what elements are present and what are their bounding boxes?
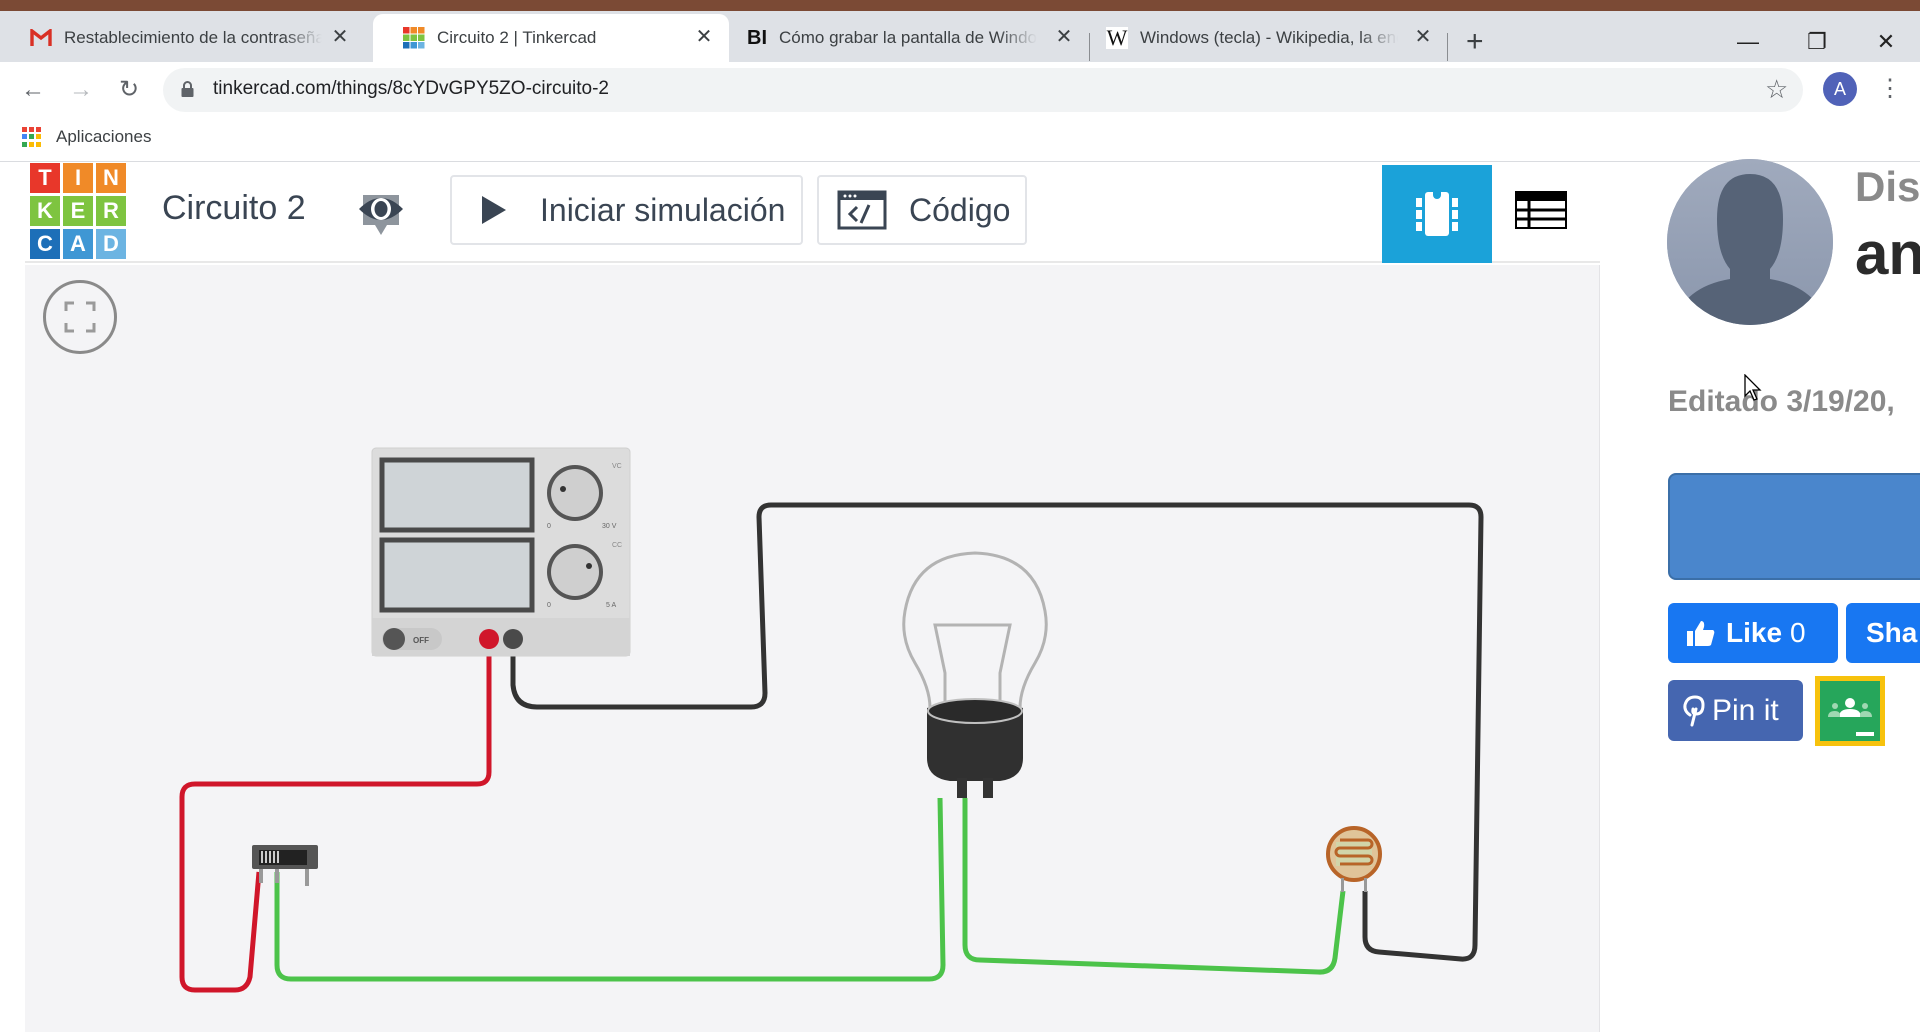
wire-green-2	[962, 798, 1346, 975]
author-name[interactable]: an	[1855, 220, 1920, 287]
wikipedia-icon: W	[1106, 25, 1128, 50]
power-supply: 0 30 V 0 5 A VC CC OFF	[371, 447, 631, 657]
tab-close-button[interactable]: ✕	[1414, 26, 1432, 48]
copy-and-tinker-button[interactable]	[1668, 473, 1920, 580]
component-list-icon[interactable]	[1515, 191, 1567, 229]
navigation-bar: ← → ↻ tinkercad.com/things/8cYDvGPY5ZO-c…	[0, 62, 1920, 118]
svg-text:CC: CC	[612, 542, 622, 549]
tinkercad-icon	[403, 27, 425, 49]
negative-terminal	[503, 629, 523, 649]
edited-date: Editado 3/19/20,	[1668, 385, 1895, 418]
logo-tile: D	[96, 229, 126, 259]
facebook-share-button[interactable]: Sha	[1846, 603, 1920, 663]
logo-tile: N	[96, 163, 126, 193]
components-panel-button[interactable]	[1382, 165, 1492, 263]
close-window-button[interactable]: ✕	[1876, 29, 1896, 54]
code-icon	[837, 190, 887, 230]
logo-tile: K	[30, 196, 60, 226]
svg-text:VC: VC	[612, 463, 622, 470]
minimize-button[interactable]: —	[1737, 29, 1759, 54]
url-text[interactable]: tinkercad.com/things/8cYDvGPY5ZO-circuit…	[213, 78, 609, 99]
profile-avatar[interactable]: A	[1823, 72, 1857, 106]
lock-icon	[181, 81, 194, 97]
classroom-icon	[1828, 698, 1874, 736]
circuit-diagram: 0 30 V 0 5 A VC CC OFF	[179, 447, 1484, 993]
wire-red	[179, 641, 492, 993]
gmail-icon	[30, 27, 52, 49]
apps-grid-icon[interactable]	[22, 127, 42, 147]
bookmark-star-icon[interactable]: ☆	[1765, 74, 1789, 104]
chip-icon	[1416, 192, 1458, 236]
facebook-like-button[interactable]: Like 0	[1668, 603, 1838, 663]
forward-button[interactable]: →	[69, 76, 93, 103]
power-switch: OFF	[382, 628, 442, 650]
mouse-cursor-icon	[1744, 374, 1762, 401]
tab-separator	[1089, 33, 1090, 61]
author-avatar[interactable]	[1667, 159, 1833, 325]
restore-button[interactable]: ❐	[1807, 29, 1827, 54]
logo-tile: E	[63, 196, 93, 226]
photoresistor	[1326, 826, 1382, 892]
apps-bookmark[interactable]: Aplicaciones	[56, 127, 152, 146]
bi-icon: BI	[747, 26, 767, 49]
pinterest-pin-button[interactable]: Pin it	[1668, 680, 1803, 741]
fit-view-button[interactable]	[43, 280, 117, 354]
address-bar[interactable]: tinkercad.com/things/8cYDvGPY5ZO-circuit…	[163, 68, 1803, 112]
tab-strip: Restablecimiento de la contraseña ✕ Circ…	[0, 11, 1920, 62]
visibility-eye-icon[interactable]	[355, 185, 407, 241]
design-heading: Dise	[1855, 163, 1920, 210]
voltage-knob	[547, 465, 603, 521]
tab-separator	[1447, 33, 1448, 61]
slide-switch	[252, 845, 318, 886]
start-simulation-button[interactable]: Iniciar simulación	[450, 175, 803, 245]
tab-close-button[interactable]: ✕	[331, 26, 349, 48]
current-knob	[547, 544, 603, 600]
design-info-panel: Dise an Editado 3/19/20, Like 0 Sha Pin …	[1601, 159, 1920, 1032]
back-button[interactable]: ←	[21, 76, 45, 103]
bookmarks-bar: Aplicaciones	[0, 118, 1920, 162]
play-icon	[482, 196, 506, 224]
wire-black	[510, 502, 1484, 962]
logo-tile: A	[63, 229, 93, 259]
logo-tile: T	[30, 163, 60, 193]
pinterest-icon	[1683, 694, 1705, 726]
logo-tile: I	[63, 163, 93, 193]
circuit-canvas[interactable]: 0 30 V 0 5 A VC CC OFF	[25, 265, 1600, 1032]
wire-green-1	[274, 797, 946, 982]
google-classroom-button[interactable]	[1815, 676, 1885, 746]
thumbs-up-icon	[1687, 621, 1715, 646]
tab-wikipedia[interactable]: W Windows (tecla) - Wikipedia, la encicl…	[1090, 14, 1448, 62]
tab-tinkercad[interactable]: Circuito 2 | Tinkercad ✕	[373, 14, 729, 62]
tab-bi[interactable]: BI Cómo grabar la pantalla de Windows ✕	[729, 14, 1089, 62]
project-title: Circuito 2	[162, 189, 306, 227]
code-button[interactable]: Código	[817, 175, 1027, 245]
light-bulb	[902, 551, 1048, 798]
svg-text:OFF: OFF	[413, 636, 429, 645]
fullscreen-icon	[64, 301, 96, 333]
svg-text:5 A: 5 A	[606, 602, 616, 609]
reload-button[interactable]: ↻	[118, 76, 140, 103]
browser-menu-icon[interactable]: ⋮	[1878, 75, 1902, 102]
positive-terminal	[479, 629, 499, 649]
logo-tile: C	[30, 229, 60, 259]
svg-text:30 V: 30 V	[602, 523, 617, 530]
logo-tile: R	[96, 196, 126, 226]
window-title-bar	[0, 0, 1920, 11]
new-tab-button[interactable]: +	[1466, 25, 1484, 58]
tab-gmail[interactable]: Restablecimiento de la contraseña ✕	[0, 14, 365, 62]
tab-close-button[interactable]: ✕	[695, 26, 713, 48]
svg-text:0: 0	[547, 523, 551, 530]
tab-close-button[interactable]: ✕	[1055, 26, 1073, 48]
svg-text:0: 0	[547, 602, 551, 609]
user-silhouette-icon	[1667, 159, 1833, 325]
